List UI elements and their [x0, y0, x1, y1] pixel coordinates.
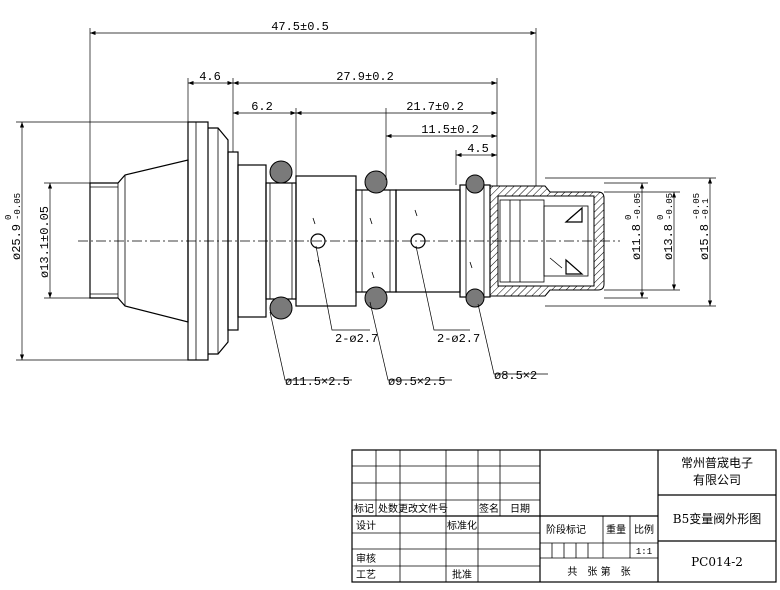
callout-oring-3: ø8.5×2 [494, 369, 537, 383]
tb-bili: 比例 [634, 523, 654, 536]
tb-drawing-no: PC014-2 [691, 555, 743, 569]
oring-circle [465, 288, 485, 308]
dim-4-5: 4.5 [467, 142, 489, 156]
oring-circle [269, 160, 293, 184]
tb-biaozhunhua: 标准化 [447, 519, 477, 532]
dim-27-9: 27.9±0.2 [336, 70, 394, 84]
dim-dia-25-9-upper: 0 [4, 215, 14, 220]
tb-company-line1: 常州普宬电子 [681, 455, 753, 470]
tb-drawing-name: B5变量阀外形图 [673, 511, 761, 526]
tb-shenhe: 审核 [356, 552, 376, 565]
dim-dia-13-8: ø13.8 [662, 224, 676, 260]
dim-11-5: 11.5±0.2 [421, 123, 479, 137]
dim-dia-13-1: ø13.1±0.05 [38, 206, 52, 278]
dimension-lines [16, 28, 716, 381]
callout-holes-1: 2-ø2.7 [335, 332, 378, 346]
tb-riqi: 日期 [510, 503, 530, 515]
tb-gong-zhang: 共 张 第 张 [567, 565, 630, 578]
tb-zhongliang: 重量 [606, 523, 626, 536]
oring-circle [364, 286, 388, 310]
callout-oring-1: ø11.5×2.5 [285, 375, 350, 389]
dim-dia-15-8-upper: -0.05 [692, 193, 702, 220]
dim-overall-length: 47.5±0.5 [271, 20, 329, 34]
dim-dia-11-8: ø11.8 [630, 224, 644, 260]
oring-circle [364, 170, 388, 194]
callout-holes-2: 2-ø2.7 [437, 332, 480, 346]
dia-13-8-group: ø13.8 0 -0.05 [656, 193, 676, 260]
tb-jieduan: 阶段标记 [546, 523, 586, 536]
dim-6-2: 6.2 [251, 100, 273, 114]
tb-gongyi: 工艺 [356, 569, 376, 581]
dim-dia-13-8-lower: -0.05 [665, 193, 675, 220]
dim-4-6: 4.6 [199, 70, 221, 84]
dia-11-8-group: ø11.8 0 -0.05 [624, 193, 644, 260]
callout-oring-2: ø9.5×2.5 [388, 375, 446, 389]
tb-scale: 1:1 [636, 547, 652, 557]
tb-chushu: 处数 [378, 502, 398, 515]
oring-circle [269, 296, 293, 320]
dia-25-9-group: ø25.9 0 -0.05 [4, 193, 24, 260]
tb-genggai: 更改文件号 [398, 502, 448, 515]
dim-dia-15-8-lower: -0.1 [701, 198, 711, 220]
tb-company-line2: 有限公司 [693, 473, 741, 487]
valve-body [89, 121, 605, 361]
dim-dia-25-9-lower: -0.05 [13, 193, 23, 220]
oring-circle [465, 174, 485, 194]
dim-dia-25-9: ø25.9 [10, 224, 24, 260]
title-block [351, 449, 777, 583]
dia-15-8-group: ø15.8 -0.05 -0.1 [692, 193, 712, 260]
dim-21-7: 21.7±0.2 [406, 100, 464, 114]
tb-sheji: 设计 [356, 519, 376, 532]
dim-dia-13-8-upper: 0 [656, 215, 666, 220]
dim-dia-11-8-upper: 0 [624, 215, 634, 220]
dim-dia-15-8: ø15.8 [698, 224, 712, 260]
tb-biaoji: 标记 [354, 503, 374, 515]
dim-dia-11-8-lower: -0.05 [633, 193, 643, 220]
tb-pizhun: 批准 [452, 568, 472, 581]
tb-qianming: 签名 [479, 502, 499, 515]
dia-13-1-group: ø13.1±0.05 [38, 206, 52, 278]
